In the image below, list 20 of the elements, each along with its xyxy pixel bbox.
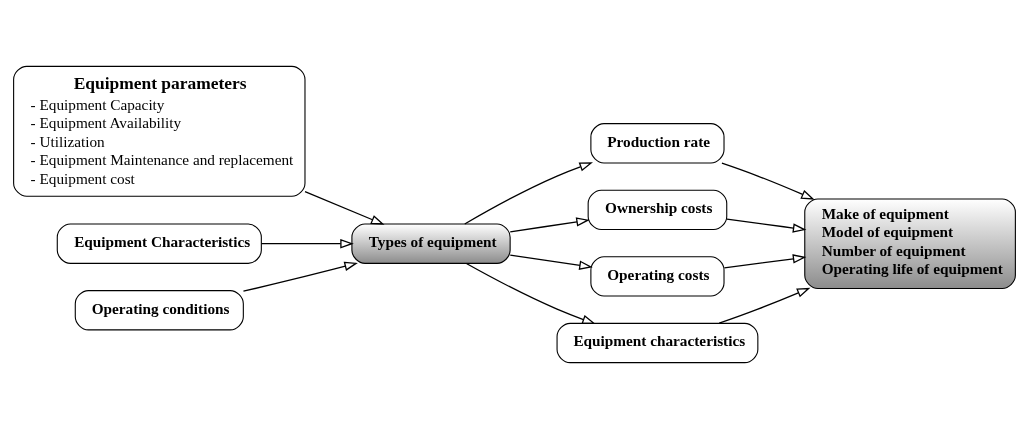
arrow (465, 262, 596, 324)
node-box: Make of equipment Model of equipment Number of equipment Operating life of equipment (804, 198, 1016, 289)
node-box: Equipment parameters - Equipment Capacity - Equipment Availability - Utilization - Equipment Maintenance and replacement - Equipment cost (13, 65, 306, 197)
node-box: Equipment Characteristics (56, 223, 262, 264)
arrow (721, 162, 815, 200)
arrow (723, 254, 807, 269)
node-box: Types of equipment (351, 223, 511, 264)
node-box: Operating costs (590, 256, 725, 297)
arrow (464, 162, 593, 225)
arrow (718, 287, 811, 324)
arrow (509, 254, 593, 270)
node-box: Equipment characteristics (556, 322, 759, 364)
arrow (509, 217, 590, 233)
node-box: Production rate (590, 123, 725, 164)
node-box: Operating conditions (74, 290, 244, 331)
arrow (726, 218, 807, 233)
arrow (304, 190, 385, 225)
arrow (260, 238, 354, 249)
node-box: Ownership costs (587, 189, 728, 231)
arrow (242, 261, 358, 292)
